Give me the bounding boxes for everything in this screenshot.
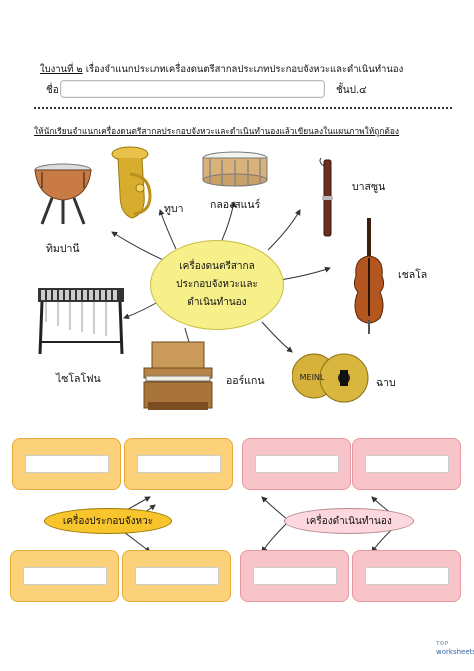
rhythm-category-label: เครื่องประกอบจังหวะ [44,508,172,534]
label-cello: เชลโล [398,269,428,281]
label-cymbal: ฉาบ [376,377,396,389]
timpani-image [34,163,92,225]
label-organ: ออร์แกน [226,375,265,387]
cello-image [353,218,385,334]
tuba-image [111,146,152,219]
answer-slot[interactable] [365,567,449,585]
bassoon-image [319,157,333,237]
worksheet-title: ใบงานที่ ๒ เรื่องจำแนกประเภทเครื่องดนตรี… [40,62,403,77]
label-snare-drum: กลองสแนร์ [210,199,261,211]
rhythm-answer-box-3 [10,550,119,602]
melody-answer-box-3 [240,550,349,602]
melody-answer-box-2 [352,438,461,490]
melody-answer-box-4 [352,550,461,602]
rhythm-answer-box-2 [124,438,233,490]
answer-slot[interactable] [23,567,107,585]
label-xylophone: ไซโลโฟน [56,373,101,385]
cymbal-brand: MEINL [300,373,325,382]
name-label: ชื่อ [46,85,59,96]
class-label: ชั้นป.๔ [336,85,367,96]
xylophone-image [38,288,124,355]
cymbal-image: MEINL [292,353,369,403]
label-bassoon: บาสซูน [352,181,386,193]
label-timpani: ทิมปานี [46,243,80,255]
melody-answer-box-1 [242,438,351,490]
organ-image [143,341,213,410]
rhythm-answer-box-1 [12,438,121,490]
melody-category-label: เครื่องดำเนินทำนอง [284,508,414,534]
answer-slot[interactable] [253,567,337,585]
answer-slot[interactable] [135,567,219,585]
worksheet-topic: เรื่องจำแนกประเภทเครื่องดนตรีสากลประเภทป… [82,64,404,75]
answer-slot[interactable] [25,455,109,473]
rhythm-answer-box-4 [122,550,231,602]
worksheet-number: ใบงานที่ ๒ [40,64,83,75]
instruction-text: ให้นักเรียนจำแนกเครื่องดนตรีสากลประกอบจั… [34,126,399,136]
center-oval: เครื่องดนตรีสากลประกอบจังหวะและดำเนินทำน… [150,240,284,330]
label-tuba: ทูบา [164,203,184,215]
answer-slot[interactable] [255,455,339,473]
answer-slot[interactable] [365,455,449,473]
answer-slot[interactable] [137,455,221,473]
name-field[interactable] [60,80,325,98]
divider [34,107,452,109]
center-label: เครื่องดนตรีสากลประกอบจังหวะและดำเนินทำน… [176,261,258,308]
snare-drum-image [202,151,268,187]
